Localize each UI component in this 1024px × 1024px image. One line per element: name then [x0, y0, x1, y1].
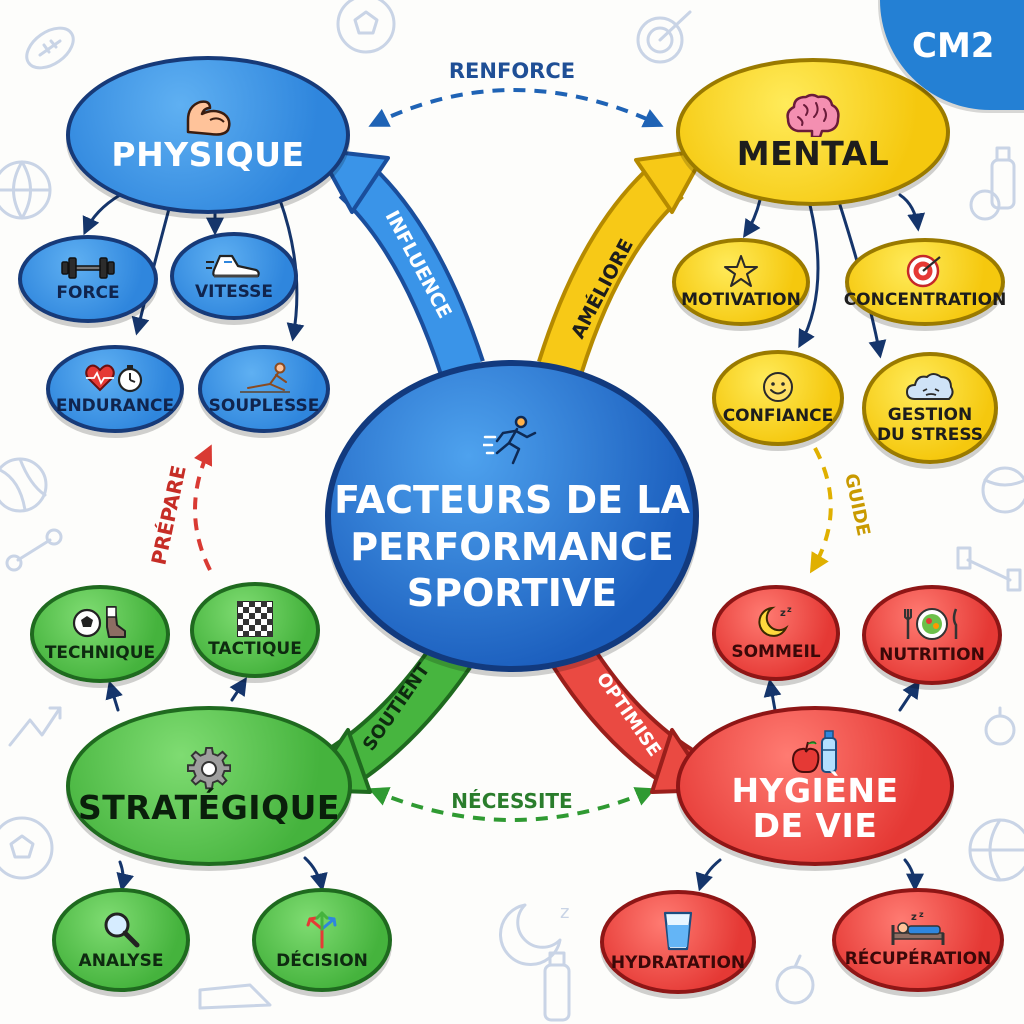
confiance-label: CONFIANCE [722, 405, 834, 426]
apple-doodle-icon-2 [969, 189, 1001, 221]
star-icon [723, 254, 759, 288]
sommeil-label: SOMMEIL [731, 641, 821, 662]
runner-icon [483, 415, 541, 467]
strategique-node: STRATÉGIQUE [66, 706, 352, 866]
endurance-label: ENDURANCE [55, 395, 175, 416]
stretching-icon [236, 362, 292, 394]
resting-bed-icon: z z [889, 911, 947, 947]
magnifier-icon [101, 909, 141, 949]
svg-text:z: z [787, 605, 792, 614]
apple-doodle-icon [775, 954, 815, 1005]
confiance-node: CONFIANCE [712, 350, 844, 446]
concentration-label: CONCENTRATION [843, 289, 1007, 310]
renforce-label: RENFORCE [449, 59, 575, 83]
guide-label: GUIDE [840, 472, 874, 538]
svg-text:z: z [919, 911, 924, 919]
endurance-node: ENDURANCE [46, 345, 184, 433]
soccer-ball-doodle-icon-2 [0, 816, 54, 880]
guide-arrow [809, 447, 833, 574]
target-icon [906, 254, 944, 288]
moon-doodle-icon: z [499, 902, 569, 966]
basketball-doodle-icon [0, 160, 52, 220]
football-doodle-icon [25, 26, 75, 70]
vitesse-node: VITESSE [170, 232, 298, 320]
necessite-label: NÉCESSITE [451, 789, 572, 813]
technique-node: TECHNIQUE [30, 585, 170, 683]
technique-label: TECHNIQUE [44, 642, 156, 663]
running-shoe-icon [206, 250, 262, 280]
analyse-node: ANALYSE [52, 888, 190, 992]
tactique-node: TACTIQUE [190, 582, 320, 678]
souplesse-label: SOUPLESSE [208, 395, 320, 416]
sommeil-node: z z SOMMEIL [712, 585, 840, 681]
target-doodle-icon [636, 10, 692, 64]
stopwatch-doodle-icon [984, 706, 1016, 746]
svg-text:z: z [560, 902, 569, 923]
hygiene-title: HYGIÈNE DE VIE [731, 771, 899, 845]
prepare-label: PRÉPARE [146, 463, 190, 567]
mental-title: MENTAL [736, 133, 890, 173]
soccer-kick-icon [71, 605, 129, 641]
recuperation-label: RÉCUPÉRATION [844, 948, 992, 969]
sneaker-doodle-icon [198, 983, 272, 1010]
hydratation-label: HYDRATATION [610, 952, 746, 973]
chessboard-icon [237, 600, 273, 637]
hygiene-node: HYGIÈNE DE VIE [676, 706, 954, 866]
motivation-label: MOTIVATION [681, 289, 801, 310]
crossroads-arrows-icon [302, 909, 342, 949]
renforce-arrow [368, 88, 664, 128]
cloud-face-icon [905, 371, 955, 403]
strategique-title: STRATÉGIQUE [78, 787, 340, 827]
moon-zzz-icon: z z [754, 604, 798, 640]
level-badge-text: CM2 [912, 26, 995, 66]
decision-node: DÉCISION [252, 888, 392, 992]
svg-text:z: z [911, 912, 917, 923]
force-node: FORCE [18, 235, 158, 323]
bottle-doodle-icon [543, 951, 571, 1022]
gestion-stress-label: GESTION DU STRESS [876, 404, 984, 445]
nutrition-node: NUTRITION [862, 585, 1002, 685]
center-title: FACTEURS DE LA PERFORMANCE SPORTIVE [334, 478, 690, 616]
water-glass-icon [662, 911, 694, 951]
plate-cutlery-icon [902, 605, 962, 643]
gestion-stress-node: GESTION DU STRESS [862, 352, 998, 464]
nutrition-label: NUTRITION [879, 644, 985, 665]
bottle-doodle-icon-2 [990, 146, 1016, 210]
arrow-chart-doodle-icon [8, 706, 62, 747]
tactique-label: TACTIQUE [208, 638, 302, 659]
volleyball-doodle-icon [0, 457, 48, 513]
recuperation-node: z z RÉCUPÉRATION [832, 888, 1004, 992]
vitesse-label: VITESSE [194, 281, 274, 302]
physique-node: PHYSIQUE [66, 56, 350, 214]
motivation-node: MOTIVATION [672, 238, 810, 326]
gear-icon [187, 746, 231, 791]
soccer-ball-doodle-icon [336, 0, 396, 54]
souplesse-node: SOUPLESSE [198, 345, 330, 433]
dumbbell-icon [60, 255, 116, 281]
heart-stopwatch-icon [84, 362, 146, 394]
chessboard-squares [237, 600, 273, 637]
ball-doodle-icon-3 [981, 466, 1024, 514]
level-badge: CM2 [880, 0, 1024, 110]
analyse-label: ANALYSE [78, 950, 164, 971]
brain-icon [784, 93, 842, 137]
center-node: FACTEURS DE LA PERFORMANCE SPORTIVE [325, 360, 699, 672]
smiley-icon [761, 370, 795, 404]
muscle-arm-icon [180, 98, 236, 138]
svg-text:z: z [780, 608, 786, 619]
dumbbell-doodle-icon-2 [956, 546, 1022, 592]
apple-bottle-icon [790, 728, 840, 774]
concentration-node: CONCENTRATION [843, 238, 1007, 326]
dumbbell-doodle-icon [5, 528, 63, 572]
force-label: FORCE [56, 282, 120, 303]
decision-label: DÉCISION [276, 950, 368, 971]
basketball-doodle-icon-2 [968, 818, 1024, 882]
physique-title: PHYSIQUE [111, 134, 305, 174]
hydratation-node: HYDRATATION [600, 890, 756, 994]
mental-node: MENTAL [676, 58, 950, 206]
prepare-arrow [193, 444, 213, 571]
